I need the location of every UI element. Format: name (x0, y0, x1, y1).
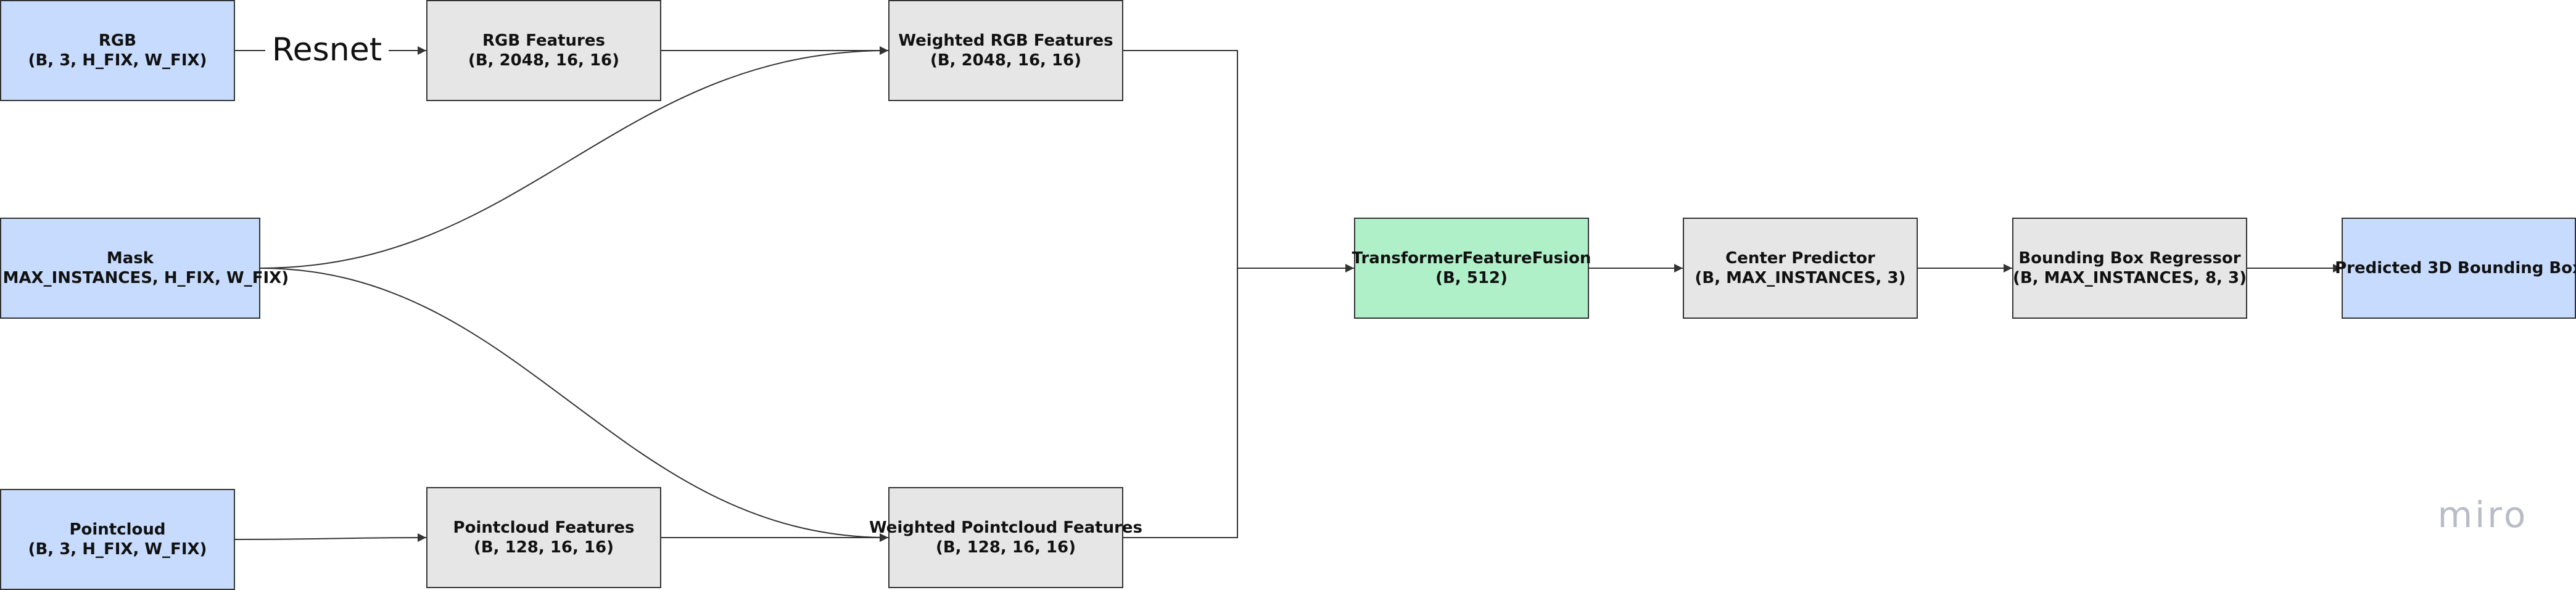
edge-weighted-rgb-to-fusion (1123, 50, 1238, 268)
node-rgb-shape: (B, 3, H_FIX, W_FIX) (28, 51, 207, 70)
node-bounding-box-regressor[interactable]: Bounding Box Regressor (B, MAX_INSTANCES… (2012, 218, 2247, 319)
node-weighted-rgb-features-shape: (B, 2048, 16, 16) (930, 51, 1082, 70)
node-weighted-pointcloud-features-title: Weighted Pointcloud Features (869, 518, 1143, 537)
node-predicted-3d-bounding-box-title: Predicted 3D Bounding Box (2335, 258, 2576, 277)
node-mask-title: Mask (106, 248, 154, 268)
edge-label-resnet: Resnet (265, 27, 389, 73)
node-center-predictor-title: Center Predictor (1725, 248, 1875, 268)
node-rgb[interactable]: RGB (B, 3, H_FIX, W_FIX) (0, 0, 235, 101)
node-mask-shape: (B, MAX_INSTANCES, H_FIX, W_FIX) (0, 269, 289, 287)
node-weighted-pointcloud-features[interactable]: Weighted Pointcloud Features (B, 128, 16… (869, 487, 1142, 588)
node-pointcloud-features-title: Pointcloud Features (453, 518, 635, 537)
miro-watermark-logo: miro (2437, 494, 2529, 536)
node-transformer-feature-fusion-shape: (B, 512) (1435, 269, 1508, 287)
node-transformer-feature-fusion[interactable]: TransformerFeatureFusion (B, 512) (1352, 218, 1591, 319)
node-transformer-feature-fusion-title: TransformerFeatureFusion (1352, 248, 1591, 268)
node-rgb-features-shape: (B, 2048, 16, 16) (468, 51, 620, 70)
node-rgb-features-title: RGB Features (482, 31, 605, 50)
node-pointcloud-shape: (B, 3, H_FIX, W_FIX) (28, 540, 207, 559)
node-bounding-box-regressor-title: Bounding Box Regressor (2018, 248, 2241, 268)
node-center-predictor[interactable]: Center Predictor (B, MAX_INSTANCES, 3) (1683, 218, 1918, 319)
node-weighted-rgb-features[interactable]: Weighted RGB Features (B, 2048, 16, 16) (888, 0, 1123, 101)
node-rgb-features[interactable]: RGB Features (B, 2048, 16, 16) (426, 0, 661, 101)
node-mask[interactable]: Mask (B, MAX_INSTANCES, H_FIX, W_FIX) (0, 218, 289, 319)
node-pointcloud-features[interactable]: Pointcloud Features (B, 128, 16, 16) (426, 487, 661, 588)
node-rgb-title: RGB (98, 31, 137, 50)
edge-weighted-pointcloud-to-fusion (1123, 268, 1238, 538)
node-pointcloud-title: Pointcloud (69, 520, 166, 539)
node-bounding-box-regressor-shape: (B, MAX_INSTANCES, 8, 3) (2013, 269, 2247, 287)
node-center-predictor-shape: (B, MAX_INSTANCES, 3) (1695, 269, 1906, 287)
node-weighted-pointcloud-features-shape: (B, 128, 16, 16) (935, 538, 1076, 557)
node-weighted-rgb-features-title: Weighted RGB Features (898, 31, 1113, 50)
node-pointcloud-features-shape: (B, 128, 16, 16) (473, 538, 614, 557)
node-predicted-3d-bounding-box[interactable]: Predicted 3D Bounding Box (2335, 218, 2576, 319)
edge-pointcloud-to-pointcloud-features (234, 533, 427, 543)
node-pointcloud[interactable]: Pointcloud (B, 3, H_FIX, W_FIX) (0, 489, 235, 590)
